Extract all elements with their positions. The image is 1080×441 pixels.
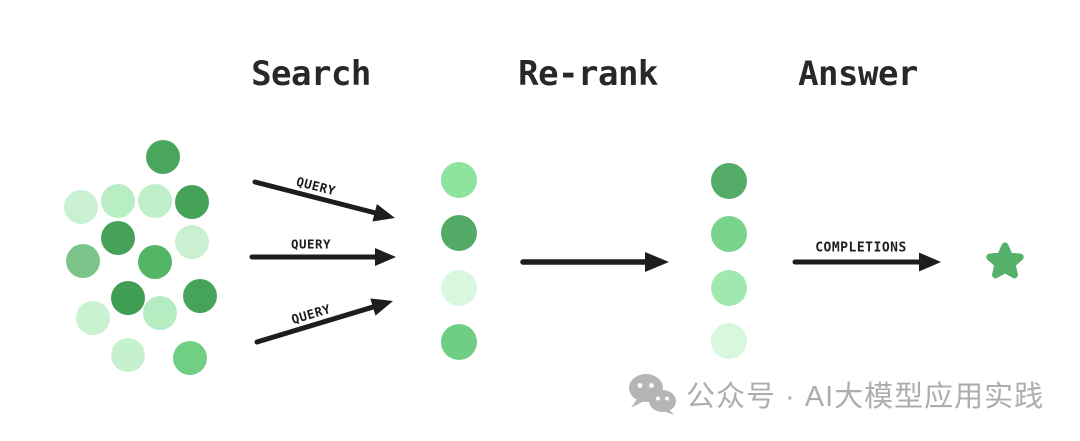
completions-arrow: COMPLETIONS <box>792 241 941 272</box>
query-arrow-top: QUERY <box>252 174 395 222</box>
document-corpus-dot <box>111 338 145 372</box>
search-results-column-dot <box>441 215 477 251</box>
search-results-column-dot <box>441 270 477 306</box>
document-corpus-dot <box>76 301 110 335</box>
watermark-text: 公众号 · AI大模型应用实践 <box>686 381 1045 413</box>
stage-heading-search: Search <box>251 54 371 94</box>
wechat-icon <box>629 374 676 415</box>
stage-heading-answer: Answer <box>798 54 918 94</box>
search-results-column-dot <box>441 162 477 198</box>
query-arrow-bottom-shaft <box>254 302 382 345</box>
rerank-arrow-head <box>645 252 669 272</box>
query-arrow-top-head <box>372 204 395 222</box>
document-corpus-dot <box>183 279 217 313</box>
reranked-results-column-dot <box>711 270 747 306</box>
document-corpus-dot <box>64 190 98 224</box>
reranked-results-column-dot <box>711 323 747 359</box>
document-corpus-dot <box>173 341 207 375</box>
reranked-results-column <box>711 163 747 359</box>
query-arrow-middle: QUERY <box>249 237 396 266</box>
reranked-results-column-dot <box>711 216 747 252</box>
rerank-arrow <box>520 252 669 272</box>
search-results-column <box>441 162 477 360</box>
document-corpus-dot <box>138 245 172 279</box>
document-corpus-dot <box>101 221 135 255</box>
query-arrow-middle-label: QUERY <box>291 237 331 252</box>
completions-arrow-head <box>919 252 941 272</box>
document-corpus-dot <box>111 281 145 315</box>
answer-star-icon <box>986 242 1024 279</box>
document-corpus-dot <box>146 140 180 174</box>
search-results-column-dot <box>441 324 477 360</box>
query-arrow-bottom: QUERY <box>254 298 393 345</box>
document-corpus <box>64 140 217 375</box>
reranked-results-column-dot <box>711 163 747 199</box>
document-corpus-dot <box>66 244 100 278</box>
completions-arrow-label: COMPLETIONS <box>815 241 907 256</box>
query-arrow-middle-head <box>375 248 396 266</box>
stage-heading-rerank: Re-rank <box>518 54 658 94</box>
document-corpus-dot <box>101 184 135 218</box>
query-arrow-top-shaft <box>252 179 383 217</box>
document-corpus-dot <box>175 225 209 259</box>
watermark: 公众号 · AI大模型应用实践 <box>627 373 1044 415</box>
document-corpus-dot <box>143 296 177 330</box>
query-arrow-bottom-head <box>370 298 393 316</box>
document-corpus-dot <box>138 184 172 218</box>
document-corpus-dot <box>175 185 209 219</box>
